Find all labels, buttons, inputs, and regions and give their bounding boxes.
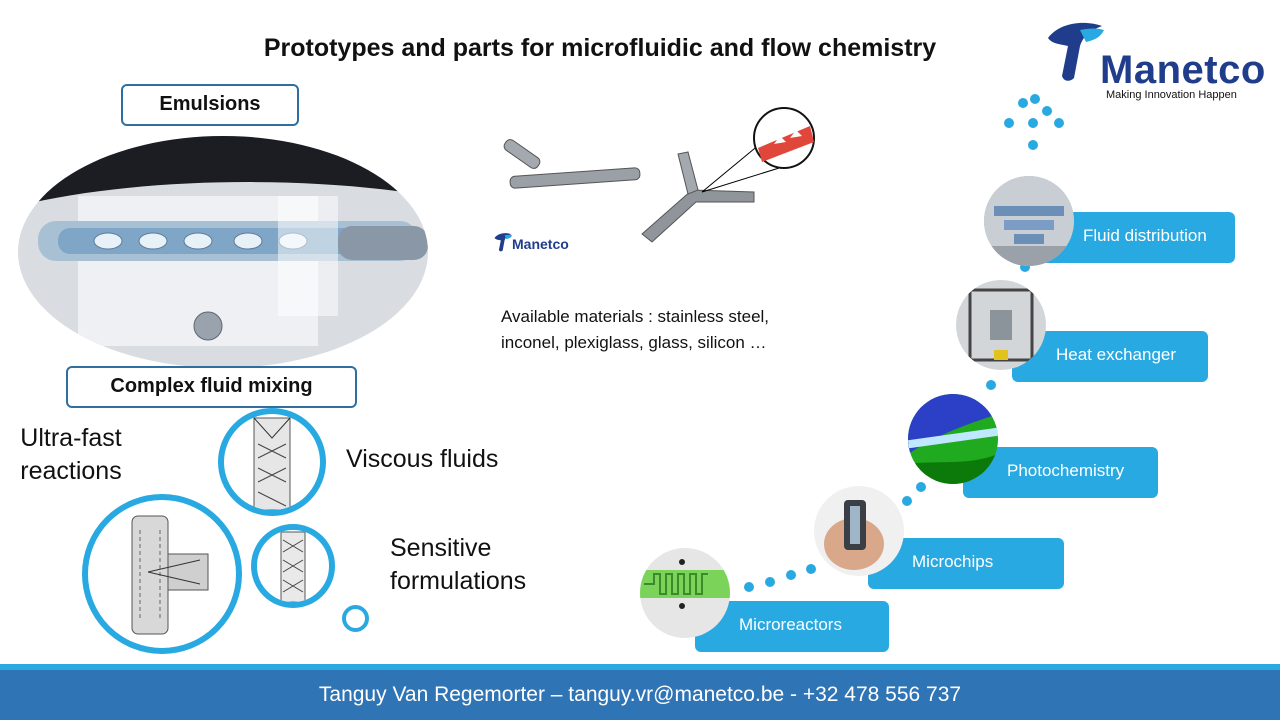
step-microreactors: Microreactors	[695, 601, 889, 652]
sensitive-line1: Sensitive	[390, 534, 492, 562]
logo-wordmark: Manetco	[1100, 48, 1266, 92]
sensitive-line2: formulations	[390, 567, 527, 595]
dot	[1054, 118, 1064, 128]
manetco-small-logo-icon	[494, 233, 513, 252]
materials-text: Available materials : stainless steel, i…	[501, 304, 769, 356]
manetco-logo-icon	[1048, 22, 1104, 81]
complex-mixing-label: Complex fluid mixing	[66, 366, 357, 408]
emulsion-photo	[18, 136, 428, 368]
tube-parts-image: Manetco	[492, 104, 822, 264]
path-dot	[744, 582, 754, 592]
viscous-mixer-circle	[218, 408, 326, 516]
ultrafast-line2: reactions	[20, 457, 122, 485]
sensitive-mixer-circle	[251, 524, 335, 608]
manetco-logo: Manetco Making Innovation Happen	[1040, 14, 1265, 104]
materials-line2: inconel, plexiglass, glass, silicon …	[501, 333, 767, 352]
dot	[1018, 98, 1028, 108]
path-dot	[765, 577, 775, 587]
path-dot	[986, 380, 996, 390]
path-dot	[1020, 262, 1030, 272]
fluid-distribution-photo	[984, 176, 1074, 266]
manetco-small-text: Manetco	[512, 236, 569, 252]
path-dot	[806, 564, 816, 574]
dot	[1004, 118, 1014, 128]
logo-tagline: Making Innovation Happen	[1106, 89, 1237, 101]
step-heat-exchanger: Heat exchanger	[1012, 331, 1208, 382]
ultrafast-reactions-text: Ultra-fast reactions	[14, 422, 128, 488]
ultrafast-mixer-circle	[82, 494, 242, 654]
dot	[1042, 106, 1052, 116]
path-dot	[786, 570, 796, 580]
step-photochemistry: Photochemistry	[963, 447, 1158, 498]
microreactors-photo	[640, 548, 730, 638]
materials-line1: Available materials : stainless steel,	[501, 307, 770, 326]
small-bubble-circle	[342, 605, 369, 632]
page-title: Prototypes and parts for microfluidic an…	[263, 34, 937, 62]
path-dot	[902, 496, 912, 506]
photochemistry-photo	[908, 394, 998, 484]
emulsions-label: Emulsions	[121, 84, 299, 126]
path-dot	[916, 482, 926, 492]
dot	[1028, 118, 1038, 128]
dot	[1030, 94, 1040, 104]
heat-exchanger-photo	[956, 280, 1046, 370]
contact-footer: Tanguy Van Regemorter – tanguy.vr@manetc…	[0, 664, 1280, 720]
ultrafast-line1: Ultra-fast	[20, 424, 122, 452]
dot	[1028, 140, 1038, 150]
sensitive-formulations-text: Sensitive formulations	[390, 532, 526, 598]
microchips-photo	[814, 486, 904, 576]
viscous-fluids-text: Viscous fluids	[346, 445, 499, 473]
